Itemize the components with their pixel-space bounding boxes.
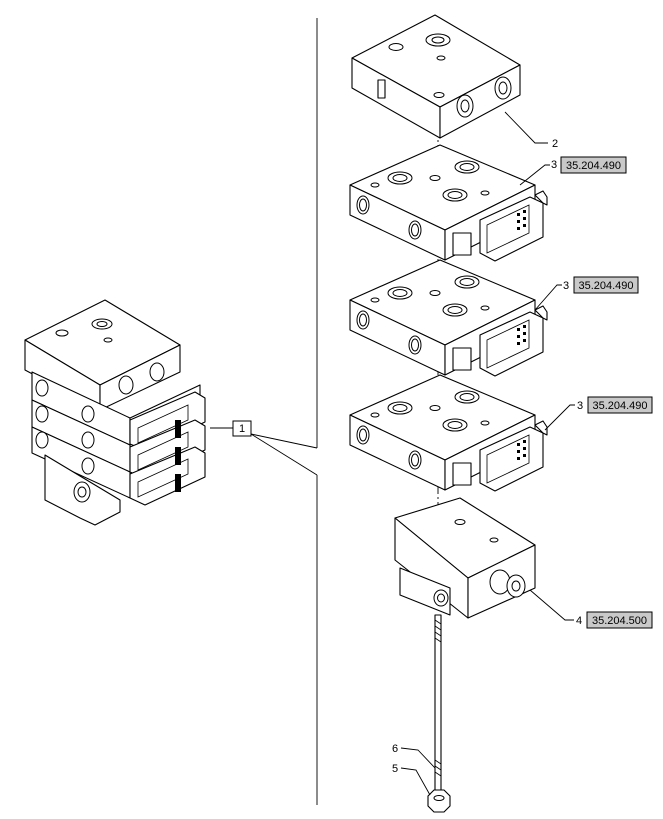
callout-3a-ref: 35.204.490 [566,160,621,172]
callout-4-ref-box [586,611,653,629]
top-cover-part-2 [351,14,521,139]
tie-rod-part-6 [434,614,442,791]
callout-3b-ref: 35.204.490 [578,280,633,292]
assembled-valve-block [24,299,206,526]
callout-6-number: 6 [392,743,398,755]
callout-3a-number: 3 [551,159,557,171]
callout-4-number: 4 [576,615,582,627]
callout-3c-ref-box [587,396,653,414]
callout-3c-number: 3 [577,400,583,412]
callout-3b-ref-box [573,276,639,294]
callout-3b-number: 3 [563,280,569,292]
valve-section-3b [349,259,548,377]
valve-section-3a [349,144,548,262]
nut-part-5 [427,789,451,813]
callout-1-number: 1 [239,423,245,435]
callout-3a-ref-box [560,156,627,174]
callout-3c-ref: 35.204.490 [592,400,647,412]
callout-2-number: 2 [552,138,558,150]
callout-box-1 [232,420,252,437]
end-cover-part-4 [394,497,536,619]
callout-5-number: 5 [392,763,398,775]
callout-4-ref: 35.204.500 [592,615,647,627]
valve-section-3c [349,374,548,492]
